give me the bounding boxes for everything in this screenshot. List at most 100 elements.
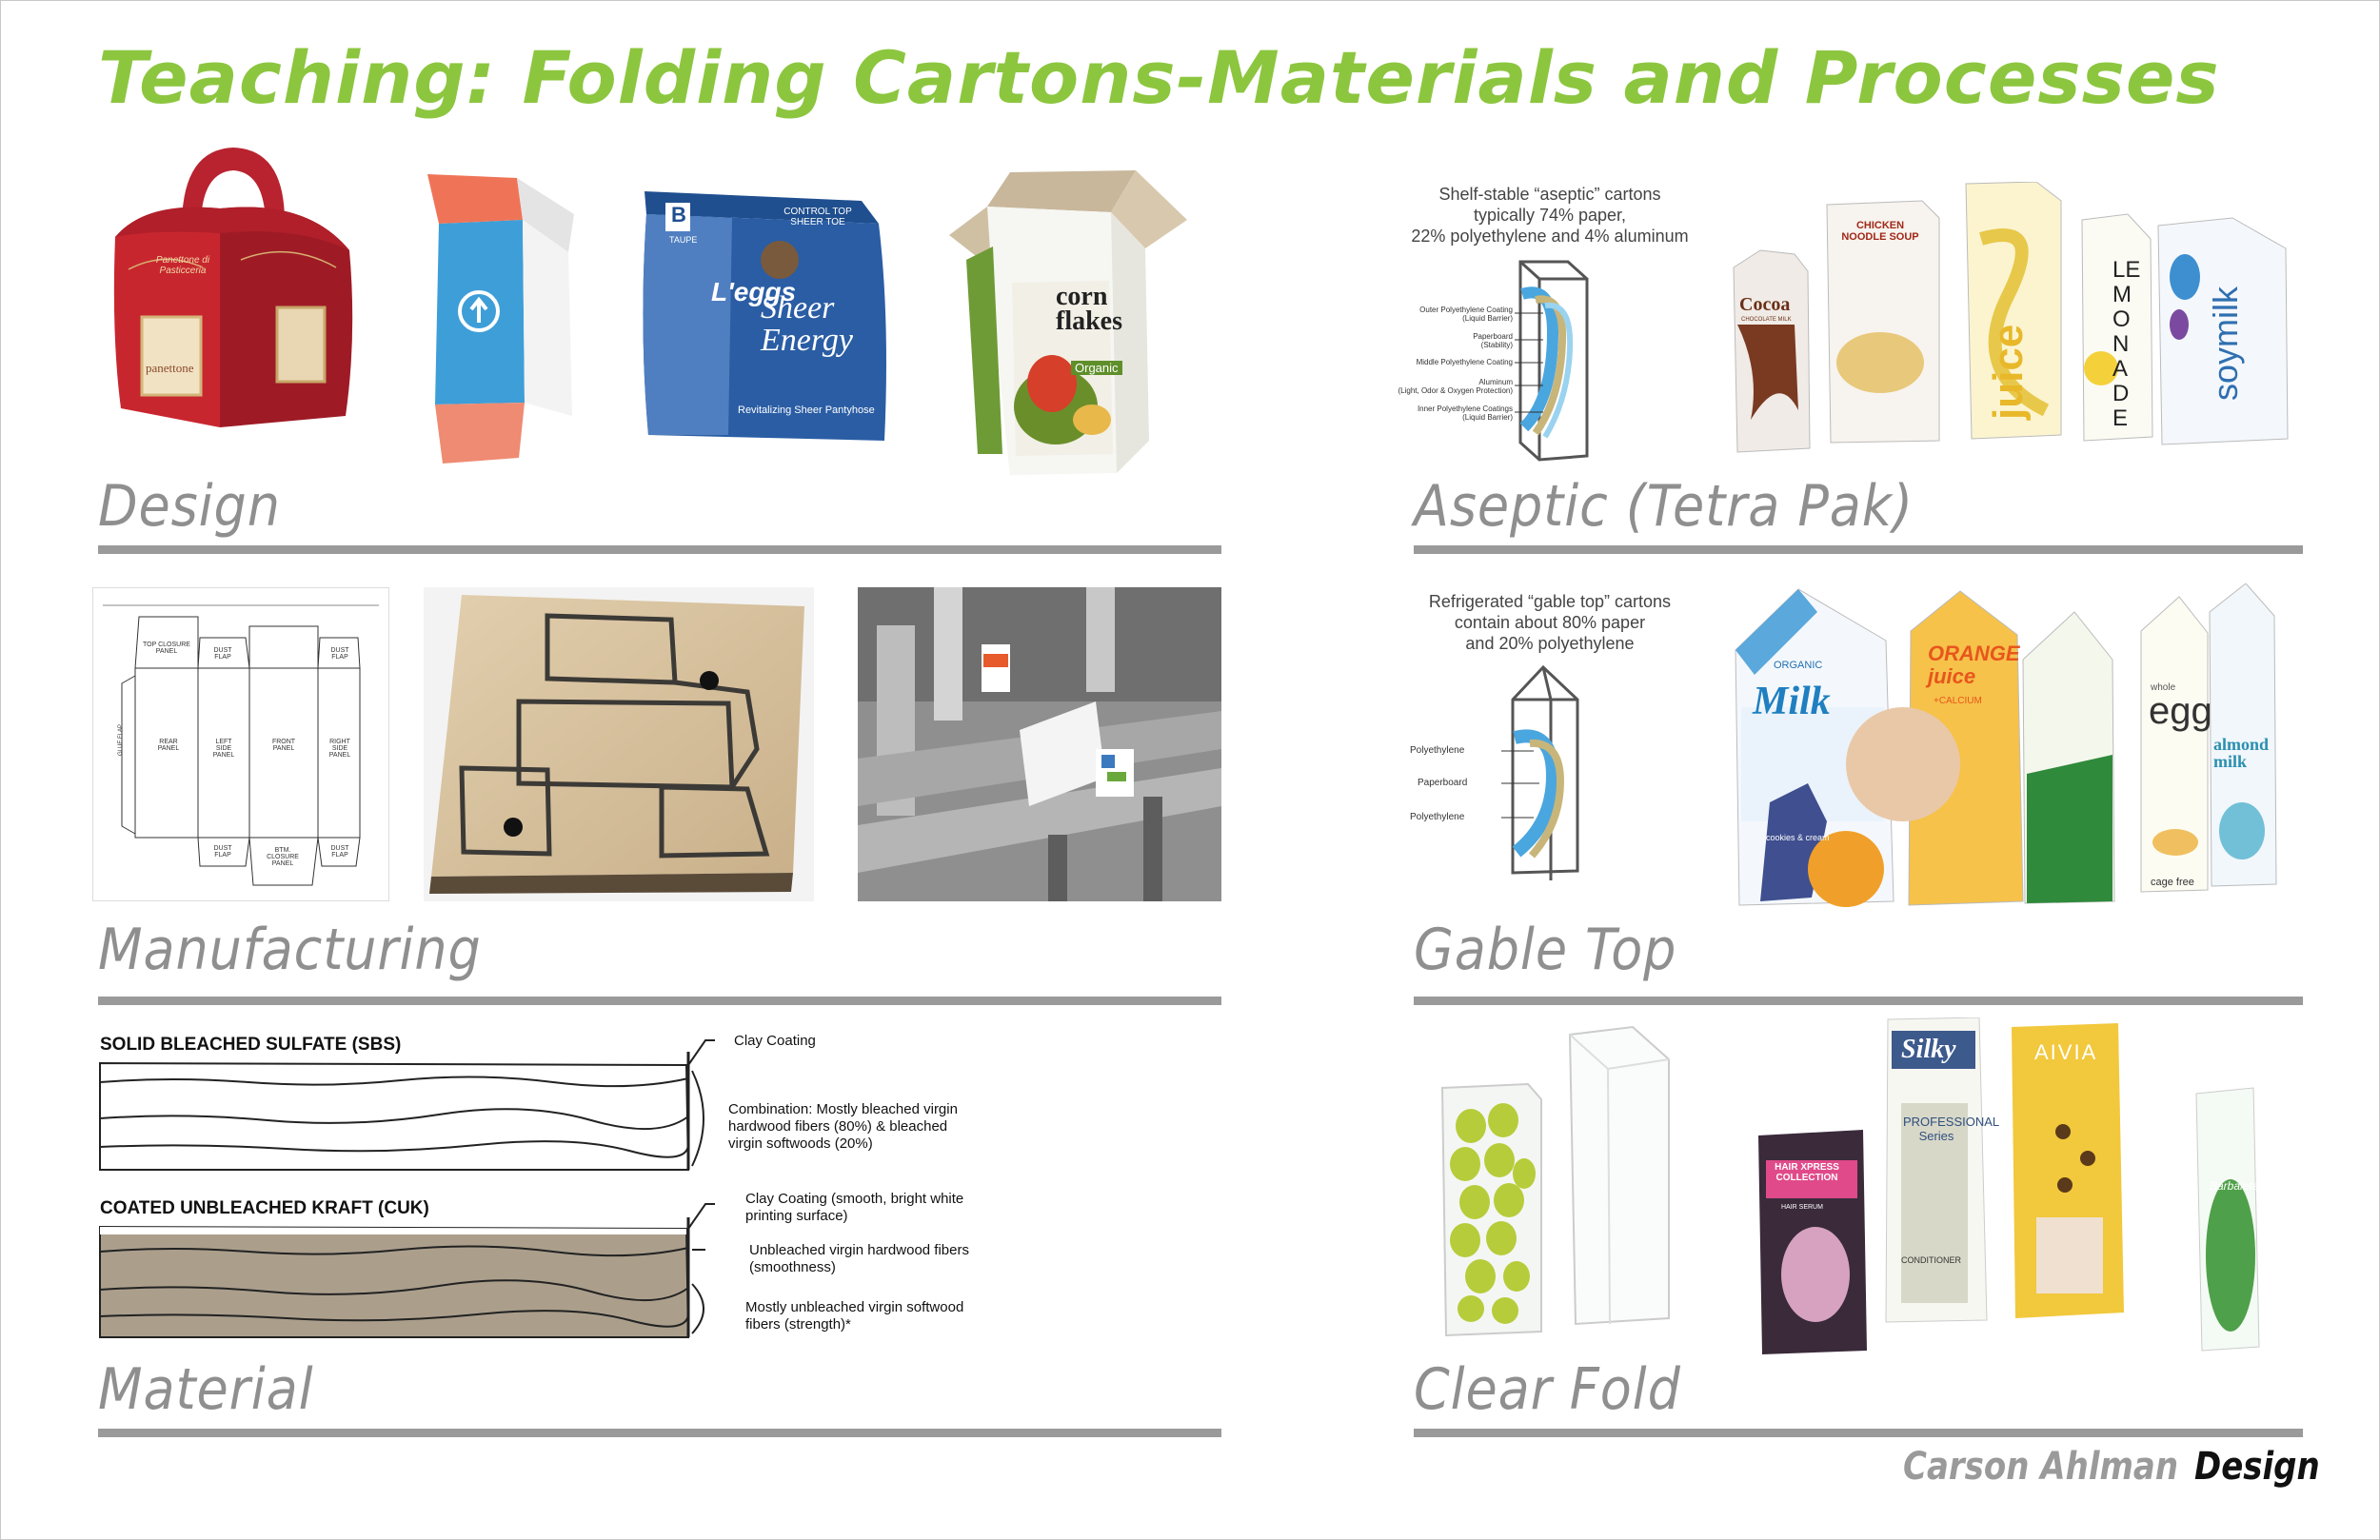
gable-oj-label: ORANGE juice (1928, 642, 2020, 688)
sheer-tag: Revitalizing Sheer Pantyhose (738, 405, 875, 416)
barbaleta-label: Barbaleta (2210, 1179, 2259, 1193)
gable-layer-label: Polyethylene (1410, 745, 1465, 756)
aseptic-cartons-photo: Cocoa CHOCOLATE MILK CHICKEN NOODLE SOUP… (1732, 182, 2290, 454)
dieline-dust-flap: DUST FLAP (213, 845, 232, 859)
cutting-die-photo (424, 587, 814, 901)
gable-layer-label: Paperboard (1418, 778, 1468, 788)
sheer-name: Sheer Energy (761, 290, 853, 358)
conditioner-label: CONDITIONER (1901, 1255, 1961, 1265)
sbs-note: virgin softwoods (20%) (728, 1135, 873, 1152)
soup-label: CHICKEN NOODLE SOUP (1841, 220, 1919, 243)
aseptic-caption: Shelf-stable “aseptic” cartons typically… (1393, 184, 1707, 247)
section-label-gable-top: Gable Top (1414, 917, 1677, 983)
gable-egg-label: egg (2149, 690, 2212, 732)
aseptic-caption-line: Shelf-stable “aseptic” cartons (1438, 185, 1661, 204)
gable-layer-label: Polyethylene (1410, 812, 1465, 822)
folding-machine-photo (858, 587, 1221, 901)
gable-milk-label: Milk (1753, 680, 1831, 723)
clear-fold-boxes-photo (1437, 1021, 1676, 1337)
cuk-note: fibers (strength)* (745, 1316, 851, 1333)
section-rule-material (98, 1429, 1221, 1437)
cuk-title: COATED UNBLEACHED KRAFT (CUK) (100, 1198, 429, 1218)
corn-flakes-box-image: corn flakes Organic (949, 168, 1197, 479)
juice-label: juice (1985, 324, 2032, 420)
section-rule-manufacturing (98, 997, 1221, 1005)
section-rule-design (98, 545, 1221, 554)
aseptic-layer-label: Aluminum (1478, 378, 1513, 386)
gable-caption: Refrigerated “gable top” cartons contain… (1393, 591, 1707, 654)
gable-cartons-photo: ORGANIC Milk cookies & cream ORANGE juic… (1732, 583, 2293, 915)
sheer-size-letter: B (671, 203, 686, 227)
section-rule-gable-top (1414, 997, 2303, 1005)
cocoa-label: Cocoa (1739, 294, 1791, 315)
silky-label: Silky (1901, 1035, 1956, 1064)
cocoa-sub-label: CHOCOLATE MILK (1741, 317, 1792, 323)
panettone-script: Panettone di Pasticceria (155, 255, 210, 276)
gable-calcium-label: +CALCIUM (1934, 696, 1982, 706)
section-label-material: Material (98, 1356, 314, 1423)
sheer-size-label: TAUPE (669, 235, 698, 245)
dieline-glue-flap: GLUE FLAP (118, 723, 124, 756)
corn-flakes-label: corn flakes (1056, 282, 1122, 336)
dieline-rear-panel: REAR PANEL (157, 739, 180, 752)
cuk-layer-diagram (96, 1196, 715, 1341)
dieline-dust-flap: DUST FLAP (330, 845, 349, 859)
dieline-drawing: TOP CLOSURE PANEL DUST FLAP DUST FLAP RE… (92, 587, 389, 901)
aseptic-layer-label: (Light, Odor & Oxygen Protection) (1398, 386, 1514, 395)
soymilk-label: soymilk (2206, 286, 2245, 401)
dieline-dust-flap: DUST FLAP (213, 647, 232, 661)
aivia-label: AIVIA (2034, 1040, 2098, 1064)
hair-xpress-label: HAIR XPRESS COLLECTION (1775, 1162, 1839, 1183)
aseptic-layer-label: Paperboard (1473, 332, 1513, 341)
sheer-energy-box-image: B TAUPE CONTROL TOP SHEER TOE L'eggs She… (637, 186, 894, 444)
professional-label: PROFESSIONAL Series (1903, 1115, 2000, 1143)
sheer-brand: L'eggs (711, 277, 797, 306)
panettone-label: panettone (146, 361, 194, 375)
blue-tuck-box-image (410, 168, 582, 471)
dieline-right-panel: RIGHT SIDE PANEL (328, 739, 351, 759)
aseptic-layer-label: Middle Polyethylene Coating (1416, 358, 1513, 366)
dieline-left-panel: LEFT SIDE PANEL (212, 739, 235, 759)
dieline-btm-closure: BTM. CLOSURE PANEL (267, 847, 299, 867)
cuk-note: (smoothness) (749, 1259, 836, 1275)
aseptic-layer-label: Inner Polyethylene Coatings (1417, 405, 1513, 413)
cuk-note: Unbleached virgin hardwood fibers (749, 1242, 969, 1258)
sbs-layer-diagram (96, 1033, 715, 1175)
aseptic-layer-label: (Liquid Barrier) (1462, 413, 1513, 422)
section-rule-aseptic (1414, 545, 2303, 554)
aseptic-caption-line: 22% polyethylene and 4% aluminum (1411, 227, 1689, 246)
dieline-front-panel: FRONT PANEL (271, 739, 296, 752)
lemonade-label: LEMONADE (2112, 257, 2141, 431)
cuk-note: Mostly unbleached virgin softwood (745, 1299, 964, 1315)
section-label-aseptic: Aseptic (Tetra Pak) (1414, 473, 1914, 540)
aseptic-layer-diagram: Outer Polyethylene Coating (Liquid Barri… (1398, 256, 1676, 465)
footer-name: Carson Ahlman (1903, 1445, 2179, 1489)
page-title: Teaching: Folding Cartons-Materials and … (98, 35, 2220, 120)
sbs-note: hardwood fibers (80%) & bleached (728, 1118, 948, 1135)
panettone-box-image: Panettone di Pasticceria panettone (108, 146, 357, 437)
sbs-note: Clay Coating (734, 1033, 816, 1049)
dieline-dust-flap: DUST FLAP (330, 647, 349, 661)
clear-fold-products-photo: HAIR XPRESS COLLECTION HAIR SERUM Silky … (1758, 1017, 2316, 1356)
aseptic-layer-label: (Stability) (1480, 341, 1513, 349)
dieline-top-closure: TOP CLOSURE PANEL (143, 642, 190, 655)
gable-layer-diagram: Polyethylene Paperboard Polyethylene (1410, 661, 1657, 884)
gable-whole-label: whole (2151, 682, 2176, 693)
corn-flakes-tag: Organic (1071, 361, 1122, 375)
sbs-title: SOLID BLEACHED SULFATE (SBS) (100, 1035, 402, 1055)
section-label-clear-fold: Clear Fold (1414, 1356, 1681, 1423)
gable-caption-line: contain about 80% paper (1454, 613, 1646, 632)
cuk-note: Clay Coating (smooth, bright white (745, 1191, 964, 1207)
section-label-manufacturing: Manufacturing (98, 917, 482, 983)
gable-caption-line: and 20% polyethylene (1465, 634, 1635, 653)
gable-cookies-label: cookies & cream (1766, 833, 1830, 842)
gable-caption-line: Refrigerated “gable top” cartons (1428, 592, 1672, 611)
aseptic-layer-label: (Liquid Barrier) (1462, 314, 1513, 323)
aseptic-caption-line: typically 74% paper, (1473, 206, 1627, 225)
aseptic-layer-label: Outer Polyethylene Coating (1419, 306, 1513, 314)
gable-cage-free-label: cage free (2151, 877, 2194, 888)
footer-role: Design (2194, 1445, 2320, 1489)
hair-serum-label: HAIR SERUM (1781, 1204, 1823, 1211)
section-label-design: Design (98, 473, 281, 540)
